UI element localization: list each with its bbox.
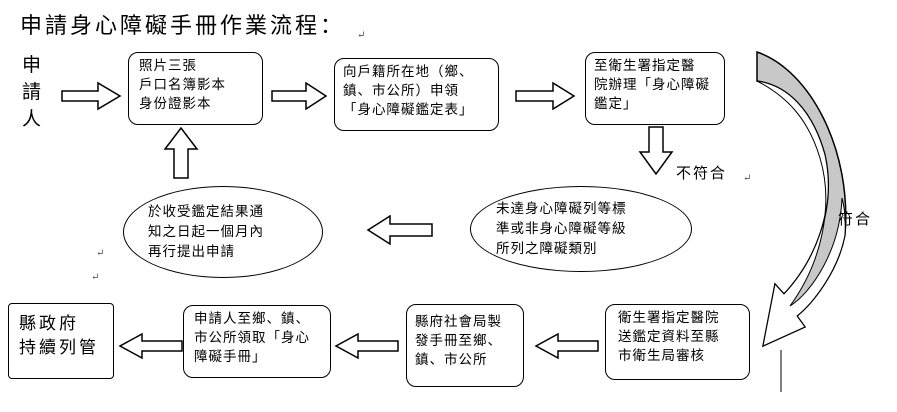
- step-issue-line-1: 縣府社會局製: [415, 314, 502, 330]
- qualified-label: 符合: [838, 210, 873, 228]
- applicant-char-1: 申: [22, 54, 42, 76]
- county-tracking-box: 縣政府 持續列管: [8, 303, 114, 379]
- step-documents-line-1: 照片三張: [139, 58, 197, 74]
- step-review-line-2: 送鑑定資料至縣: [618, 329, 720, 345]
- reapply-line-2: 知之日起一個月內: [148, 224, 264, 240]
- not-qualified-ellipse: 未達身心障礙列等標 準或非身心障礙等級 所列之障礙類別: [470, 186, 692, 272]
- step-review-line-1: 衛生署指定醫院: [618, 310, 720, 326]
- step-collect-line-3: 障礙手冊」: [194, 349, 267, 365]
- step-apply-form-line-3: 「身心障礙鑑定表」: [343, 102, 474, 118]
- paragraph-mark: ↵: [91, 272, 100, 283]
- applicant-char-2: 請: [22, 81, 42, 103]
- paragraph-mark: ↵: [357, 30, 366, 41]
- step-apply-form-line-2: 鎮、市公所）申領: [343, 83, 459, 99]
- step-apply-form-box: 向戶籍所在地（鄉、 鎮、市公所）申領 「身心障礙鑑定表」: [334, 58, 499, 131]
- step-issue-line-3: 鎮、市公所: [415, 352, 488, 368]
- step-collect-line-1: 申請人至鄉、鎮、: [194, 311, 310, 327]
- arrow-left-3: [334, 332, 399, 360]
- arrow-right-1: [61, 81, 122, 111]
- county-tracking-line-2: 持續列管: [19, 338, 99, 358]
- arrow-right-2: [271, 81, 328, 111]
- county-tracking-line-1: 縣政府: [19, 314, 79, 334]
- step-review-line-3: 市衛生局審核: [618, 348, 705, 364]
- step-collect-handbook-box: 申請人至鄉、鎮、 市公所領取「身心 障礙手冊」: [183, 305, 331, 378]
- arrow-left-4: [118, 332, 183, 360]
- step-hospital-assessment-box: 至衛生署指定醫 院辦理「身心障礙 鑑定」: [585, 52, 725, 125]
- not-qualified-line-1: 未達身心障礙列等標: [496, 201, 627, 217]
- step-hospital-line-1: 至衛生署指定醫: [594, 58, 696, 74]
- step-health-bureau-review-box: 衛生署指定醫院 送鑑定資料至縣 市衛生局審核: [605, 304, 750, 380]
- arrow-left-1: [366, 214, 433, 246]
- page-title: 申請身心障礙手冊作業流程：: [20, 14, 346, 39]
- step-collect-line-2: 市公所領取「身心: [194, 330, 310, 346]
- arrow-right-3: [515, 81, 576, 111]
- reapply-line-1: 於收受鑑定結果通: [148, 204, 264, 220]
- step-hospital-line-3: 鑑定」: [594, 96, 638, 112]
- step-apply-form-line-1: 向戶籍所在地（鄉、: [343, 64, 474, 80]
- not-qualified-label: 不符合: [676, 164, 728, 182]
- reapply-ellipse: 於收受鑑定結果通 知之日起一個月內 再行提出申請: [123, 186, 323, 278]
- not-qualified-line-3: 所列之障礙類別: [496, 241, 598, 257]
- arrow-down-1: [638, 126, 674, 176]
- arrow-up-1: [163, 126, 199, 179]
- applicant-label: 申 請 人: [22, 52, 41, 133]
- step-documents-line-2: 戶口名簿影本: [139, 77, 226, 93]
- arrow-left-2: [534, 332, 599, 360]
- not-qualified-line-2: 準或非身心障礙等級: [496, 221, 627, 237]
- reapply-line-3: 再行提出申請: [148, 244, 235, 260]
- step-issue-line-2: 發手冊至鄉、: [415, 333, 502, 349]
- applicant-char-3: 人: [22, 108, 42, 130]
- step-documents-box: 照片三張 戶口名簿影本 身份證影本: [128, 52, 263, 125]
- step-issue-handbook-box: 縣府社會局製 發手冊至鄉、 鎮、市公所: [406, 304, 524, 387]
- paragraph-mark: ↵: [96, 248, 105, 259]
- step-hospital-line-2: 院辦理「身心障礙: [594, 77, 710, 93]
- paragraph-mark: ↵: [743, 173, 752, 184]
- step-documents-line-3: 身份證影本: [139, 96, 212, 112]
